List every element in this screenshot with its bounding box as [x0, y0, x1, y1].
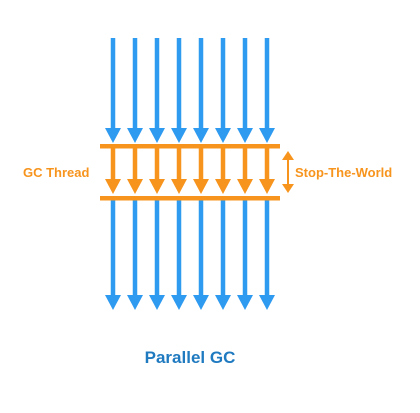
app-thread-bottom-2 — [127, 200, 143, 310]
app-thread-bottom-7 — [237, 200, 253, 310]
arrow-down-icon — [215, 295, 231, 310]
arrow-down-icon — [149, 295, 165, 310]
app-thread-bottom-4 — [171, 200, 187, 310]
arrow-down-icon — [215, 128, 231, 143]
arrow-down-icon — [149, 128, 165, 143]
diagram-caption: Parallel GC — [145, 348, 236, 367]
app-thread-top-7 — [237, 38, 253, 143]
stop-the-world-arrow — [282, 151, 294, 193]
app-thread-bottom-1 — [105, 200, 121, 310]
app-threads-top — [105, 38, 275, 143]
app-thread-bottom-3 — [149, 200, 165, 310]
app-thread-bottom-8 — [259, 200, 275, 310]
app-thread-top-8 — [259, 38, 275, 143]
gc-thread-7 — [237, 148, 253, 194]
gc-thread-5 — [193, 148, 209, 194]
app-thread-top-6 — [215, 38, 231, 143]
app-thread-top-2 — [127, 38, 143, 143]
app-thread-top-1 — [105, 38, 121, 143]
arrow-down-icon — [237, 128, 253, 143]
arrow-down-icon — [149, 179, 165, 194]
arrow-down-icon — [215, 179, 231, 194]
app-thread-top-3 — [149, 38, 165, 143]
arrow-down-icon — [127, 295, 143, 310]
app-thread-top-5 — [193, 38, 209, 143]
gc-band-top — [100, 144, 280, 149]
arrow-down-icon — [105, 128, 121, 143]
arrow-down-icon — [171, 179, 187, 194]
arrow-down-icon — [127, 179, 143, 194]
arrow-down-icon — [105, 179, 121, 194]
gc-thread-4 — [171, 148, 187, 194]
arrow-down-icon — [171, 128, 187, 143]
arrow-down-icon — [259, 295, 275, 310]
arrow-down-icon — [105, 295, 121, 310]
arrow-down-icon — [193, 295, 209, 310]
arrow-down-icon — [171, 295, 187, 310]
app-thread-top-4 — [171, 38, 187, 143]
gc-thread-1 — [105, 148, 121, 194]
arrow-down-icon — [282, 184, 294, 193]
stop-the-world-label: Stop-The-World — [295, 165, 392, 180]
arrow-down-icon — [127, 128, 143, 143]
gc-thread-6 — [215, 148, 231, 194]
app-threads-bottom — [105, 200, 275, 310]
arrow-down-icon — [259, 128, 275, 143]
gc-band-bottom — [100, 196, 280, 201]
arrow-down-icon — [193, 128, 209, 143]
app-thread-bottom-5 — [193, 200, 209, 310]
arrow-up-icon — [282, 151, 294, 160]
gc-thread-label: GC Thread — [23, 165, 90, 180]
app-thread-bottom-6 — [215, 200, 231, 310]
arrow-down-icon — [237, 179, 253, 194]
arrow-down-icon — [237, 295, 253, 310]
gc-thread-8 — [259, 148, 275, 194]
arrow-down-icon — [259, 179, 275, 194]
arrow-down-icon — [193, 179, 209, 194]
gc-threads — [105, 148, 275, 194]
gc-thread-3 — [149, 148, 165, 194]
gc-thread-2 — [127, 148, 143, 194]
